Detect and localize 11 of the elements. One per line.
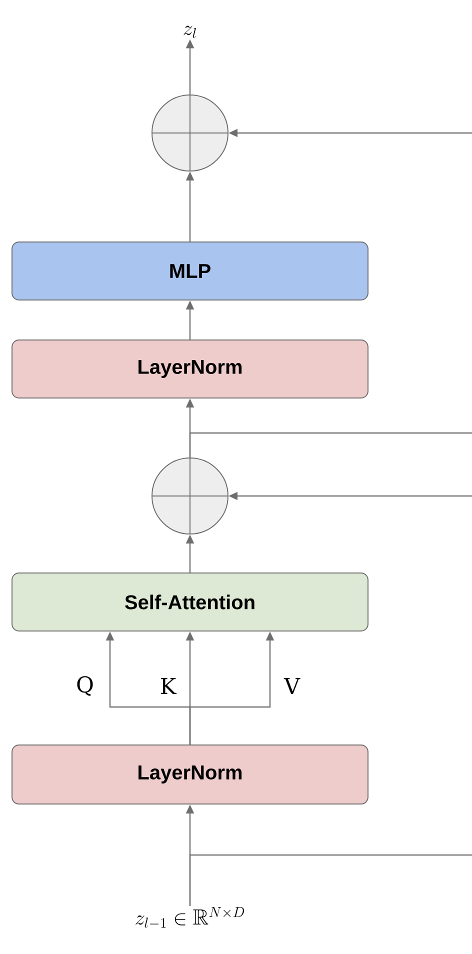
edge-label: V: [284, 678, 300, 694]
sum-circle: [151, 94, 229, 172]
edge-label: K: [161, 678, 177, 694]
layer-box: LayerNorm: [12, 340, 368, 398]
sum-circle: [151, 457, 229, 535]
edge-label: Q: [77, 676, 93, 696]
tensor-label: $z_{l}$: [184, 26, 196, 38]
layer-box: MLP: [12, 242, 368, 300]
layer-box: LayerNorm: [12, 744, 368, 804]
layer-box: Self-Attention: [12, 572, 368, 632]
tensor-label: $z_{l-1} \in \mathbb{R}^{N \times D}$: [136, 907, 244, 928]
